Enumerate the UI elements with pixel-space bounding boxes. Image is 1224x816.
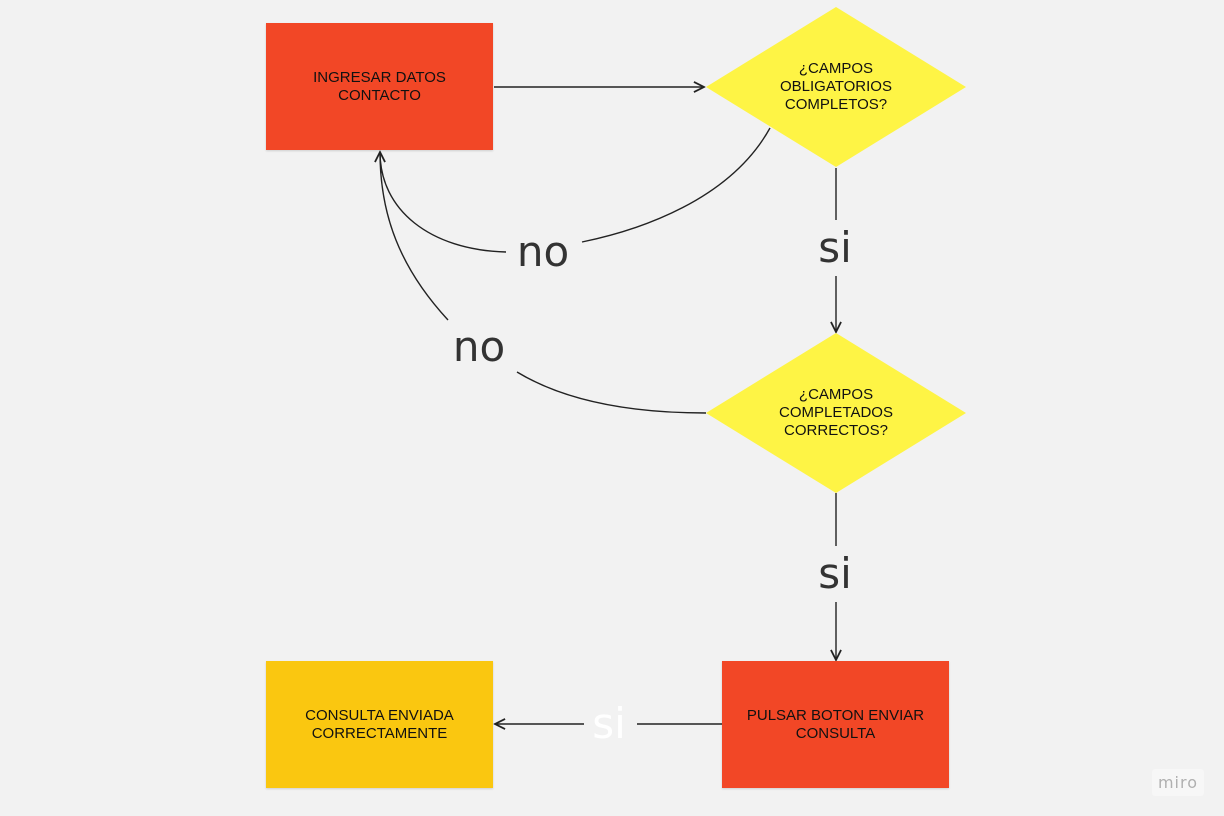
edge-label-obligatorios-si: si — [818, 223, 852, 272]
edge-label-completados-no: no — [452, 322, 506, 371]
edge-obligatorios-no — [380, 127, 771, 253]
node-obligatorios-label: ¿CAMPOS OBLIGATORIOS COMPLETOS? — [780, 60, 892, 113]
node-pulsar-label: PULSAR BOTON ENVIAR CONSULTA — [746, 706, 925, 742]
node-completados-label: ¿CAMPOS COMPLETADOS CORRECTOS? — [779, 386, 893, 439]
node-ingresar-datos-contacto[interactable]: INGRESAR DATOS CONTACTO — [266, 23, 493, 150]
edge-label-obligatorios-no: no — [516, 227, 570, 276]
edge-label-completados-si: si — [818, 549, 852, 598]
node-campos-completados-correctos[interactable]: ¿CAMPOS COMPLETADOS CORRECTOS? — [706, 333, 966, 493]
edge-completados-no — [379, 151, 707, 414]
node-pulsar-boton-enviar-consulta[interactable]: PULSAR BOTON ENVIAR CONSULTA — [722, 661, 949, 788]
node-campos-obligatorios-completos[interactable]: ¿CAMPOS OBLIGATORIOS COMPLETOS? — [706, 7, 966, 167]
decision-diamond-shape — [706, 7, 966, 167]
miro-watermark: miro — [1151, 769, 1204, 796]
decision-diamond-shape — [706, 333, 966, 493]
edge-label-pulsar-si: si — [592, 699, 626, 748]
node-consulta-enviada-correctamente[interactable]: CONSULTA ENVIADA CORRECTAMENTE — [266, 661, 493, 788]
node-ingresar-label: INGRESAR DATOS CONTACTO — [313, 68, 446, 104]
node-enviada-label: CONSULTA ENVIADA CORRECTAMENTE — [305, 706, 454, 742]
